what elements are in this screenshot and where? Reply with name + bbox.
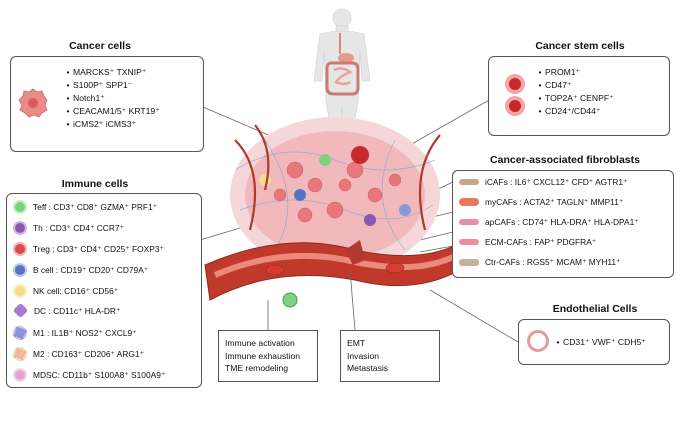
marker: MARCKS⁺ TXNIP⁺ <box>73 67 147 77</box>
immune-label: Treg : CD3⁺ CD4⁺ CD25⁺ FOXP3⁺ <box>33 244 164 254</box>
marker: iCMS2⁺ iCMS3⁺ <box>73 119 137 129</box>
immune-cells-box: Teff : CD3⁺ CD8⁺ GZMA⁺ PRF1⁺ Th : CD3⁺ C… <box>6 193 202 388</box>
nk-cell-icon <box>13 284 27 298</box>
immune-label: B cell : CD19⁺ CD20⁺ CD79A⁺ <box>33 265 149 275</box>
marker: TOP2A⁺ CENPF⁺ <box>545 93 614 103</box>
caf-label: Ctr-CAFs : RGS5⁺ MCAM⁺ MYH11⁺ <box>485 257 621 267</box>
treg-icon <box>13 242 27 256</box>
caf-box: iCAFs : IL6⁺ CXCL12⁺ CFD⁺ AGTR1⁺ myCAFs … <box>452 170 674 278</box>
caf-label: iCAFs : IL6⁺ CXCL12⁺ CFD⁺ AGTR1⁺ <box>485 177 628 187</box>
caf-title: Cancer-associated fibroblasts <box>490 154 640 166</box>
tumor-microenvironment-illustration <box>204 117 466 308</box>
cancer-cells-title: Cancer cells <box>69 40 131 52</box>
marker: CEACAM1/5⁺ KRT19⁺ <box>73 106 160 116</box>
endothelial-vessel-icon <box>527 330 549 352</box>
cancer-cell-icon <box>18 88 48 118</box>
effect-text: Invasion <box>347 350 380 361</box>
stem-cell-icon <box>505 74 525 116</box>
teff-icon <box>13 200 27 214</box>
marker: S100P⁺ SPP1⁻ <box>73 80 133 90</box>
cancer-cells-box: •MARCKS⁺ TXNIP⁺ •S100P⁺ SPP1⁻ •Notch1⁺ •… <box>10 56 204 152</box>
ecmcaf-icon <box>459 239 479 245</box>
immune-label: Teff : CD3⁺ CD8⁺ GZMA⁺ PRF1⁺ <box>33 202 158 212</box>
caf-label: myCAFs : ACTA2⁺ TAGLN⁺ MMP11⁺ <box>485 197 624 207</box>
marker: CD24⁺/CD44⁺ <box>545 106 601 116</box>
effect-text: Metastasis <box>347 363 389 373</box>
immune-label: DC : CD11c⁺ HLA-DR⁺ <box>34 305 121 316</box>
immune-effects-box: Immune activation Immune exhaustion TME … <box>218 330 318 382</box>
m1-icon <box>13 326 27 340</box>
effect-text: Immune exhaustion <box>225 350 300 361</box>
endothelial-box: •CD31⁺ VWF⁺ CDH5⁺ <box>518 319 670 365</box>
endothelial-marker: CD31⁺ VWF⁺ CDH5⁺ <box>563 337 646 347</box>
effect-text: EMT <box>347 338 366 348</box>
mdsc-icon <box>13 368 27 382</box>
caf-label: apCAFs : CD74⁺ HLA-DRA⁺ HLA-DPA1⁺ <box>485 217 639 227</box>
immune-label: NK cell: CD16⁺ CD56⁺ <box>33 286 119 296</box>
marker: PROM1⁺ <box>545 67 581 77</box>
cancer-stem-cells-box: •PROM1⁺ •CD47⁺ •TOP2A⁺ CENPF⁺ •CD24⁺/CD4… <box>488 56 670 136</box>
caf-label: ECM-CAFs : FAP⁺ PDGFRA⁺ <box>485 237 597 247</box>
effect-text: Immune activation <box>225 338 295 348</box>
cancer-cell-markers: •MARCKS⁺ TXNIP⁺ •S100P⁺ SPP1⁻ •Notch1⁺ •… <box>66 67 160 129</box>
effect-text: TME remodeling <box>225 363 289 373</box>
immune-label: M1 : IL1B⁺ NOS2⁺ CXCL9⁺ <box>33 328 137 338</box>
endothelial-title: Endothelial Cells <box>552 303 638 315</box>
emt-effects-box: EMT Invasion Metastasis <box>340 330 440 382</box>
immune-label: M2 : CD163⁺ CD206⁺ ARG1⁺ <box>33 349 145 359</box>
apcaf-icon <box>459 219 479 225</box>
th-icon <box>13 221 27 235</box>
human-body-illustration <box>313 8 371 137</box>
immune-label: Th : CD3⁺ CD4⁺ CCR7⁺ <box>33 223 124 233</box>
digestive-organs <box>325 33 360 96</box>
immune-label: MDSC: CD11b⁺ S100A8⁺ S100A9⁺ <box>33 370 166 380</box>
stem-cell-markers: •PROM1⁺ •CD47⁺ •TOP2A⁺ CENPF⁺ •CD24⁺/CD4… <box>538 67 614 116</box>
b-cell-icon <box>13 263 27 277</box>
ctrcaf-icon <box>459 258 479 266</box>
mycaf-icon <box>459 198 479 206</box>
marker: CD47⁺ <box>545 80 572 90</box>
immune-cells-title: Immune cells <box>61 178 129 190</box>
marker: Notch1⁺ <box>73 93 105 103</box>
m2-icon <box>13 347 27 361</box>
icaf-icon <box>459 179 479 185</box>
cancer-stem-cells-title: Cancer stem cells <box>535 40 625 52</box>
